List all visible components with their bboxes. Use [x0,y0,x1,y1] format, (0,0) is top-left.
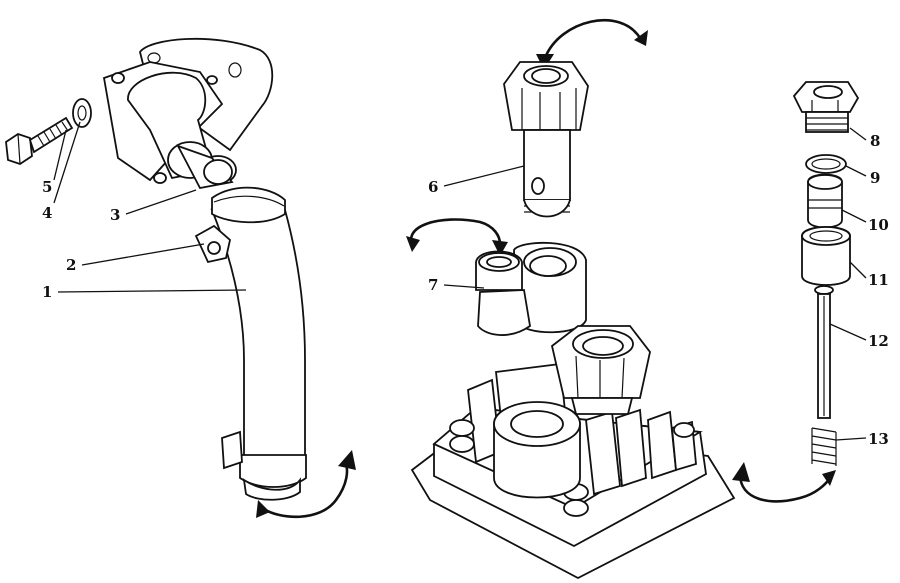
washer-part-4 [72,98,92,128]
valve-cup-part-11 [801,226,851,295]
callout-12: 12 [868,332,889,350]
plug-nut-part-8 [792,81,860,133]
hose-clamp-part-2 [194,224,243,470]
leader-12 [829,323,867,341]
callout-10: 10 [868,216,889,234]
rotation-arrow-left [256,450,356,519]
callout-5: 5 [42,178,52,196]
leader-8 [849,127,867,141]
leader-9 [845,165,867,177]
callout-2: 2 [66,256,76,274]
valve-insert-part-10 [807,173,843,229]
leader-lines [53,121,867,441]
callout-3: 3 [110,206,120,224]
spring-part-13 [811,427,837,466]
valve-rod-part-12 [817,293,831,419]
hose-part-1 [210,186,307,501]
cylinder-head-group [406,19,736,580]
callout-7: 7 [428,276,438,294]
bolt-part-5 [5,116,74,165]
banjo-fitting-part-6 [503,61,589,218]
cylinder-head-base [410,362,736,580]
leader-10 [841,209,867,223]
seal-ring-part-9 [805,154,847,174]
callout-labels: 1 2 3 4 5 6 7 8 9 10 11 12 13 [42,132,889,448]
callout-8: 8 [870,132,880,150]
sleeve-part-7 [475,241,587,336]
leader-2 [81,243,205,266]
leader-11 [849,261,867,279]
hex-nut-on-head [550,325,651,415]
leader-3 [125,189,197,215]
leader-13 [835,437,867,441]
hose-assembly-group [5,37,356,519]
leader-1 [57,289,247,293]
leader-7 [443,284,485,289]
leader-5 [53,129,67,181]
valve-stack-group [732,81,860,503]
callout-13: 13 [868,430,889,448]
callout-11: 11 [868,271,889,289]
callout-4: 4 [42,204,52,222]
rotation-arrow-right [732,462,836,503]
leader-6 [443,165,525,187]
callout-1: 1 [42,283,52,301]
flange-elbow-part-3 [102,37,274,190]
leader-4 [53,121,81,204]
rotation-arrow-part-7 [406,218,508,256]
callout-9: 9 [870,169,880,187]
callout-6: 6 [428,178,438,196]
